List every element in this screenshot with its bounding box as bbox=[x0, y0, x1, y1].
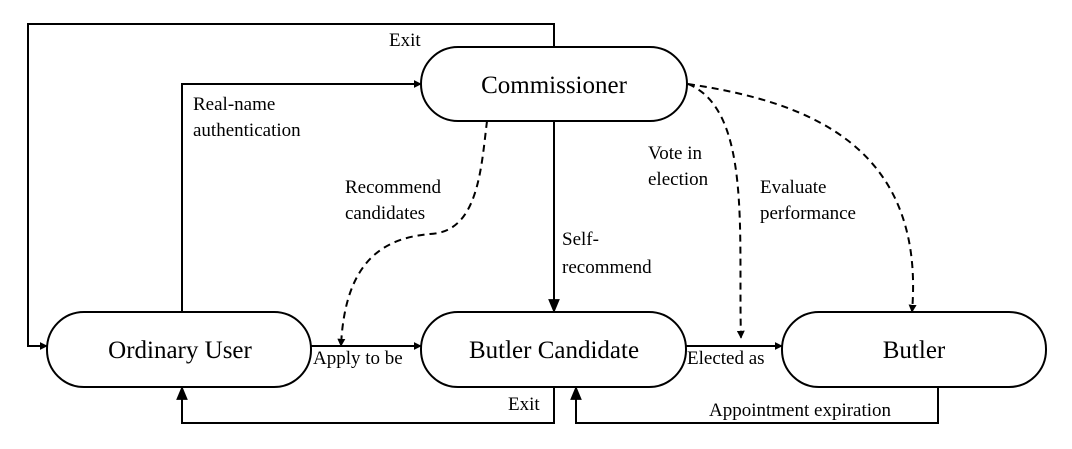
edge-recommend-candidates bbox=[337, 120, 488, 347]
edge-real-name bbox=[181, 80, 422, 312]
label-real-name-1: Real-name bbox=[193, 94, 275, 115]
label-self-2: recommend bbox=[562, 257, 652, 278]
label-evaluate-1: Evaluate bbox=[760, 177, 826, 198]
node-ordinary-user: Ordinary User bbox=[46, 311, 312, 388]
node-commissioner: Commissioner bbox=[420, 46, 688, 122]
label-apply: Apply to be bbox=[313, 348, 403, 369]
label-vote-1: Vote in bbox=[648, 143, 703, 164]
label-exit-bottom: Exit bbox=[508, 394, 540, 415]
label-vote-2: election bbox=[648, 169, 709, 190]
label-recommend-2: candidates bbox=[345, 203, 425, 224]
edge-evaluate bbox=[687, 83, 917, 313]
butler-label: Butler bbox=[883, 337, 946, 364]
butler-candidate-label: Butler Candidate bbox=[469, 337, 639, 364]
node-butler: Butler bbox=[781, 311, 1047, 388]
edge-exit-bottom bbox=[176, 385, 555, 424]
node-butler-candidate: Butler Candidate bbox=[420, 311, 687, 388]
edge-exit-top bbox=[27, 23, 555, 350]
label-elected: Elected as bbox=[687, 348, 765, 369]
label-real-name-2: authentication bbox=[193, 120, 301, 141]
label-recommend-1: Recommend bbox=[345, 177, 442, 198]
label-appointment: Appointment expiration bbox=[709, 400, 892, 421]
ordinary-user-label: Ordinary User bbox=[108, 337, 252, 364]
label-exit-top: Exit bbox=[389, 30, 421, 51]
edge-appointment bbox=[570, 385, 939, 424]
label-evaluate-2: performance bbox=[760, 203, 856, 224]
edge-vote bbox=[687, 83, 745, 339]
label-self-1: Self- bbox=[562, 229, 599, 250]
commissioner-label: Commissioner bbox=[481, 72, 628, 99]
